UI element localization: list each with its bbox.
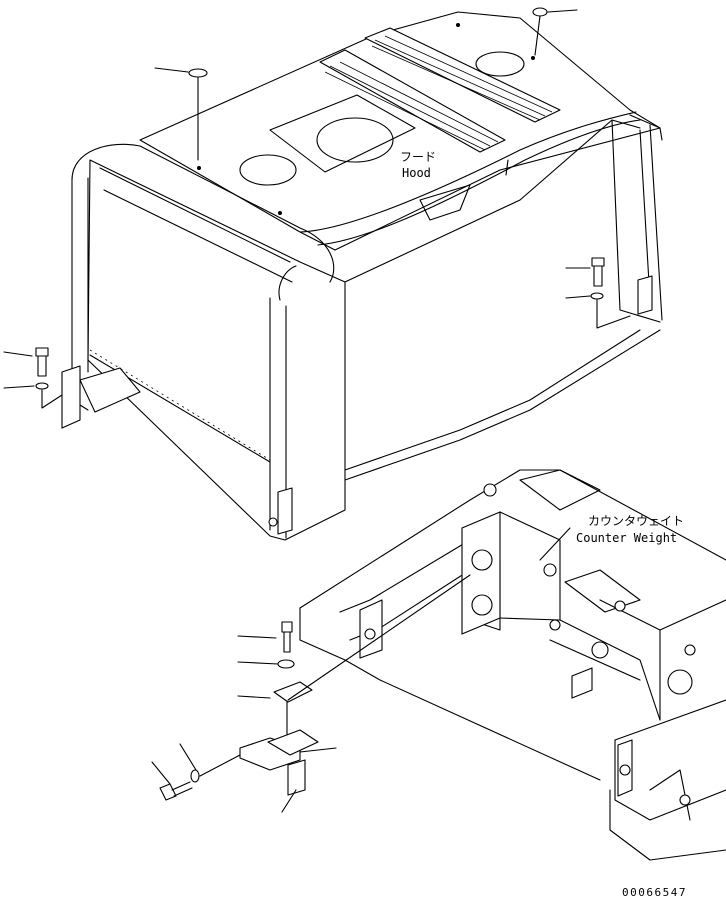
counterweight-assembly [299, 469, 726, 861]
vent-grille-left [319, 49, 506, 153]
hood-assembly [71, 11, 663, 541]
hinge-bolt-right [565, 257, 653, 329]
hood-leader [505, 159, 509, 176]
hood-pin-right [532, 7, 578, 56]
counterweight-label-jp: カウンタウェイト [588, 514, 685, 528]
hinge-bracket-left [3, 347, 141, 429]
hood-label-jp: フード [400, 150, 437, 164]
hood-pin-left [154, 67, 208, 161]
vent-grille-right [364, 27, 561, 123]
hood-label-en: Hood [402, 166, 431, 180]
counterweight-leader [539, 527, 571, 561]
lower-bracket-assembly [151, 574, 471, 813]
drawing-number: 00066547 [622, 886, 687, 899]
counterweight-label-en: Counter Weight [576, 531, 678, 545]
